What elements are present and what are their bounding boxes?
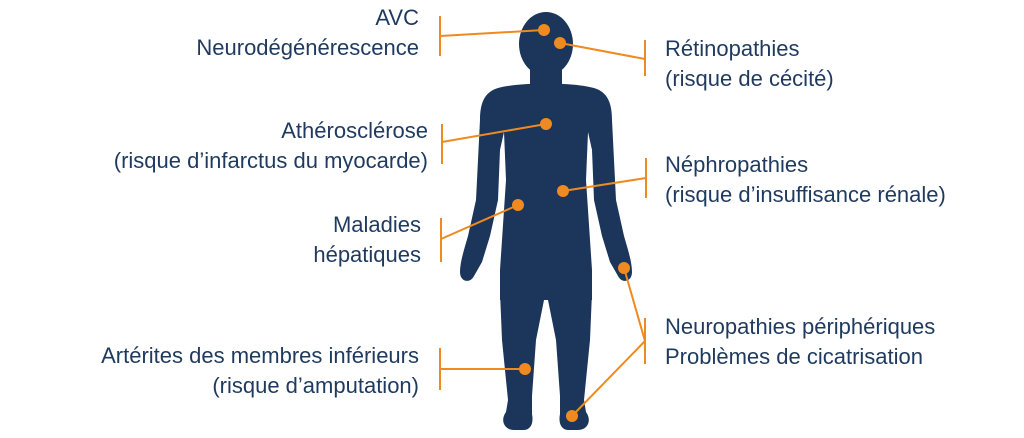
label-maladies-line1: Maladies [313, 210, 421, 240]
human-silhouette [460, 12, 632, 430]
label-atherosclerose-line1: Athérosclérose [114, 116, 428, 146]
dot-brain [538, 24, 550, 36]
label-nephropathies: Néphropathies (risque d’insuffisance rén… [665, 150, 946, 210]
label-maladies-line2: hépatiques [313, 240, 421, 270]
dot-leg [519, 363, 531, 375]
label-retinopathies-line2: (risque de cécité) [665, 64, 834, 94]
label-neuropathies-line1: Neuropathies périphériques [665, 312, 935, 342]
label-atherosclerose-line2: (risque d’infarctus du myocarde) [114, 146, 428, 176]
dot-heart [540, 118, 552, 130]
label-nephropathies-line2: (risque d’insuffisance rénale) [665, 180, 946, 210]
label-neuropathies: Neuropathies périphériques Problèmes de … [665, 312, 935, 372]
label-maladies: Maladies hépatiques [313, 210, 421, 270]
label-avc-line2: Neurodégénérescence [196, 33, 419, 63]
label-arterites: Artérites des membres inférieurs (risque… [101, 341, 419, 401]
dot-eye [554, 37, 566, 49]
dot-foot [566, 410, 578, 422]
dot-hand [618, 262, 630, 274]
torso [460, 84, 632, 301]
label-neuropathies-line2: Problèmes de cicatrisation [665, 342, 935, 372]
label-avc-line1: AVC [196, 3, 419, 33]
label-arterites-line1: Artérites des membres inférieurs [101, 341, 419, 371]
dot-kidney [557, 185, 569, 197]
label-arterites-line2: (risque d’amputation) [101, 371, 419, 401]
dot-liver [512, 199, 524, 211]
label-retinopathies-line1: Rétinopathies [665, 34, 834, 64]
retinopathies-line [560, 43, 645, 59]
label-atherosclerose: Athérosclérose (risque d’infarctus du my… [114, 116, 428, 176]
label-retinopathies: Rétinopathies (risque de cécité) [665, 34, 834, 94]
label-avc: AVC Neurodégénérescence [196, 3, 419, 63]
label-nephropathies-line1: Néphropathies [665, 150, 946, 180]
neuropathies-line-hand [624, 268, 645, 341]
